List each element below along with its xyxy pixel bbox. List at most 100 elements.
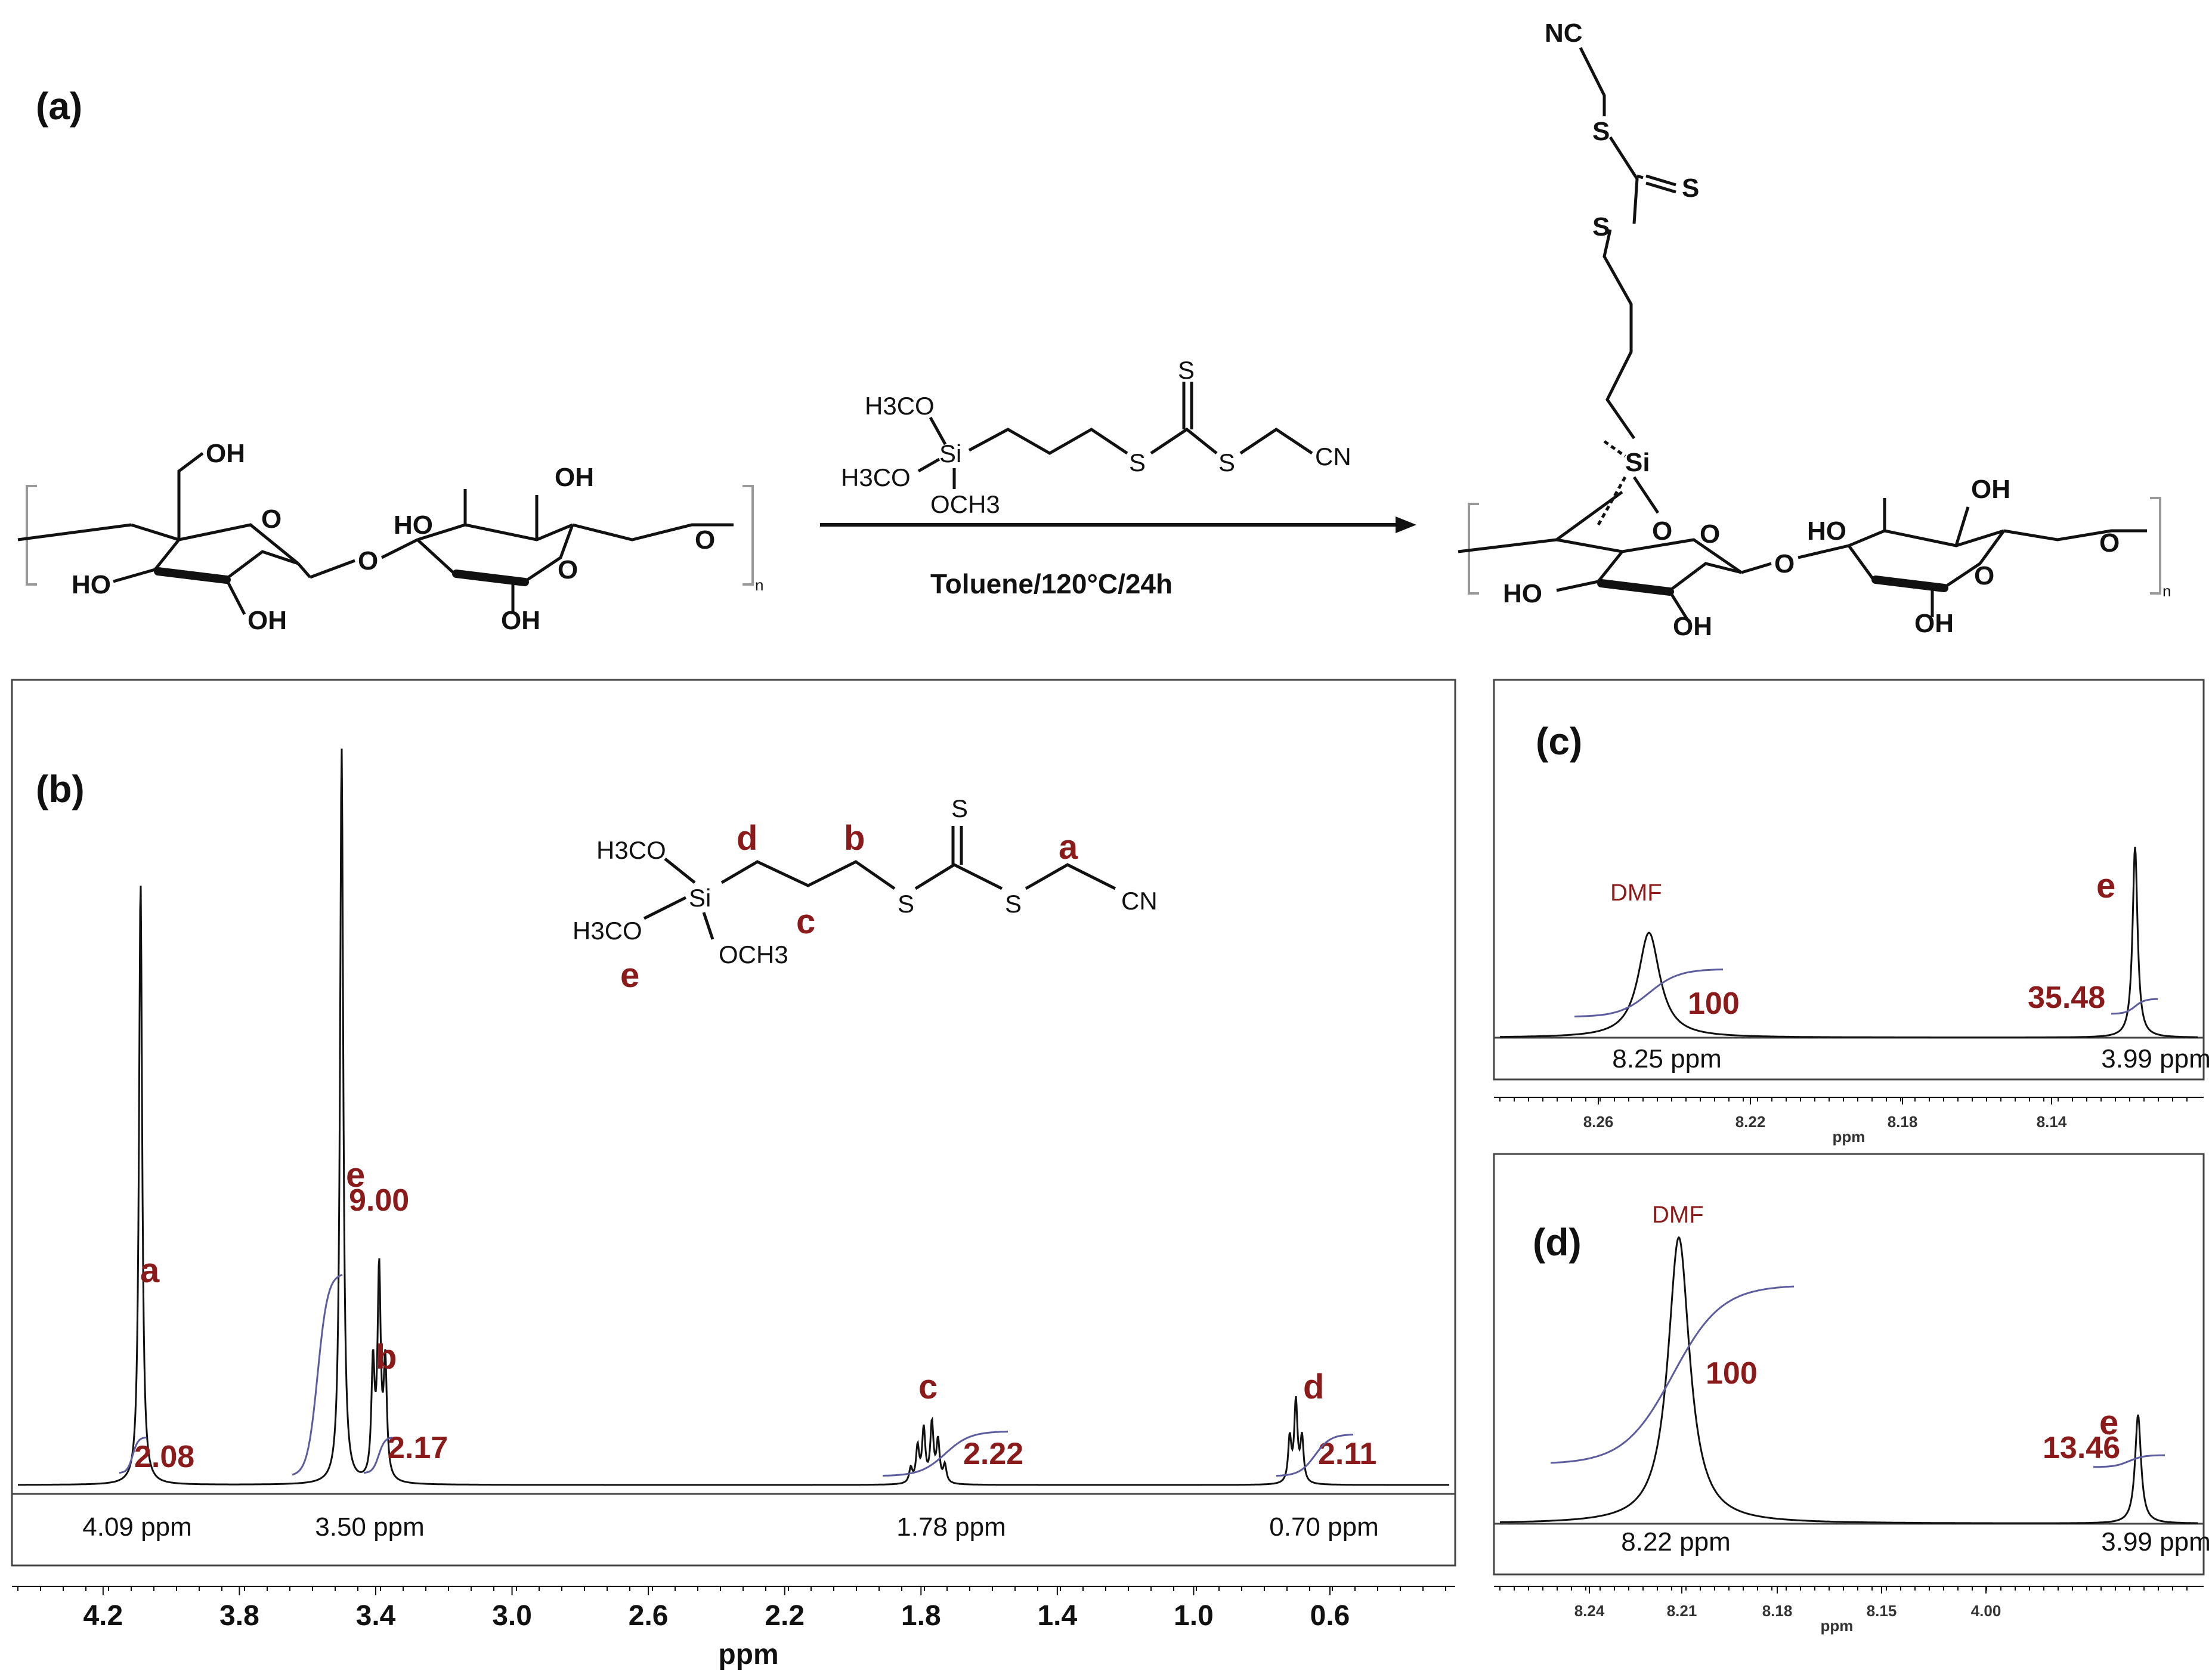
product-si: Si bbox=[1625, 448, 1650, 477]
chart-b-integral-value-d: 2.11 bbox=[1318, 1437, 1376, 1471]
chart-b-shift-label-d: 0.70 ppm bbox=[1269, 1512, 1378, 1542]
chart-b-shift-label-e: 3.50 ppm bbox=[315, 1512, 424, 1542]
cellulose-oh-4: OH bbox=[501, 606, 540, 635]
reagent-cs-double bbox=[1182, 382, 1193, 429]
cellulose-subscript-n: n bbox=[755, 576, 763, 594]
chart-c-integral-curve-e bbox=[2111, 998, 2158, 1015]
chart-d-peak-label-e: e bbox=[2099, 1403, 2118, 1442]
product-ring-o-2: O bbox=[1974, 561, 1994, 590]
cellulose-ring-1 bbox=[17, 523, 311, 580]
chart-b-tick-label: 1.4 bbox=[1037, 1600, 1077, 1632]
struct-b-label-a: a bbox=[1059, 828, 1078, 867]
chart-b-peak-label-a: a bbox=[140, 1251, 160, 1290]
chart-d-integral-curve-dmf bbox=[1550, 1285, 1795, 1464]
chart-c-peak-label-e: e bbox=[2096, 867, 2115, 905]
product-subscript-n: n bbox=[2162, 582, 2171, 600]
struct-b-h3co-left: H3CO bbox=[573, 917, 642, 945]
chart-b-integral-curve-b bbox=[363, 1437, 393, 1474]
struct-b-och3: OCH3 bbox=[719, 940, 788, 969]
panel-c-label: (c) bbox=[1536, 720, 1582, 763]
chart-b-tick-label: 3.4 bbox=[356, 1600, 396, 1632]
struct-b-h3co-top: H3CO bbox=[596, 836, 666, 864]
reagent-och3: OCH3 bbox=[930, 490, 1000, 518]
cellulose-ho-1: HO bbox=[72, 570, 111, 599]
reagent-h3co-top: H3CO bbox=[865, 392, 935, 420]
cellulose-bracket-left bbox=[26, 485, 37, 586]
product-ho-1: HO bbox=[1503, 579, 1542, 608]
chart-b-integral-value-c: 2.22 bbox=[963, 1437, 1023, 1471]
reagent-h3co-bottom: H3CO bbox=[841, 463, 911, 491]
cellulose-o-end: O bbox=[695, 525, 715, 555]
chart-d-peak-label-dmf: DMF bbox=[1652, 1202, 1704, 1228]
chart-d-integral-value-e: 13.46 bbox=[2043, 1431, 2120, 1465]
product-oh-1: OH bbox=[1673, 612, 1712, 641]
cellulose-link bbox=[310, 538, 419, 579]
chart-b-integral-curve-e bbox=[292, 1274, 343, 1476]
chart-b-structure: H3CO H3CO OCH3 Si S S S CN d b a c e bbox=[573, 794, 1158, 995]
product-ring-1-wedge bbox=[1597, 579, 1674, 596]
reagent-s-top: S bbox=[1178, 356, 1195, 384]
product-o-si: O bbox=[1652, 516, 1672, 546]
chart-b-tick-label: 2.6 bbox=[629, 1600, 669, 1632]
cellulose-ring-o-1: O bbox=[261, 505, 281, 534]
chart-b-frame bbox=[11, 679, 1456, 1567]
product-ring-1-oh bbox=[1556, 580, 1690, 621]
cellulose-structure: n OH O HO OH O O HO OH OH O bbox=[17, 439, 763, 635]
chart-b-shift-label-c: 1.78 ppm bbox=[896, 1512, 1006, 1542]
chart-b-spectrum-line bbox=[18, 748, 1449, 1486]
product-s-3: S bbox=[1592, 212, 1610, 242]
cellulose-ring-2 bbox=[416, 523, 574, 583]
reagent-s2: S bbox=[1218, 448, 1235, 477]
chart-b-shift-label-a: 4.09 ppm bbox=[82, 1512, 191, 1542]
chart-c-integral-value-dmf: 100 bbox=[1688, 986, 1740, 1021]
chart-c-shift-label-e: 3.99 ppm bbox=[2101, 1044, 2210, 1073]
struct-b-s-top: S bbox=[951, 794, 968, 822]
product-link bbox=[1741, 544, 1849, 574]
chart-b-peak-label-d: d bbox=[1303, 1367, 1324, 1406]
product-bracket-right bbox=[2150, 497, 2161, 595]
struct-b-s1: S bbox=[898, 890, 914, 918]
nmr-chart-b: (b) H3CO H3CO OCH3 Si S S S CN d b a c e… bbox=[11, 679, 1456, 1670]
chart-d-shift-label-e: 3.99 ppm bbox=[2101, 1527, 2210, 1557]
struct-b-s2: S bbox=[1005, 890, 1022, 918]
chart-b-tick-label: 1.0 bbox=[1174, 1600, 1214, 1632]
product-si-dash bbox=[1597, 440, 1627, 526]
chart-b-tick-label: 3.8 bbox=[219, 1600, 259, 1632]
cellulose-ring-1-oh2 bbox=[113, 568, 246, 615]
struct-b-cn: CN bbox=[1121, 887, 1158, 915]
product-oh-2: OH bbox=[1971, 475, 2010, 504]
chart-b-integral-curve-a bbox=[119, 1436, 147, 1474]
chart-d-spectrum-line bbox=[1500, 1236, 2198, 1524]
chart-d-label-band bbox=[1493, 1523, 2205, 1576]
chart-b-integral-curve-d bbox=[1276, 1434, 1354, 1477]
cellulose-oh-2: OH bbox=[248, 606, 287, 635]
product-glycosidic-o: O bbox=[1774, 549, 1795, 578]
reagent-structure: H3CO H3CO OCH3 Si S S S CN bbox=[841, 356, 1351, 518]
chart-c-label-band bbox=[1493, 1036, 2205, 1081]
chart-d-tick-label: 8.21 bbox=[1667, 1602, 1697, 1620]
product-ring-2-wedge bbox=[1871, 575, 1948, 592]
chart-d-tick-label: 8.18 bbox=[1762, 1602, 1793, 1620]
chart-b-xlabel: ppm bbox=[718, 1639, 778, 1670]
chart-b-label-band bbox=[11, 1493, 1456, 1567]
chart-d-tick-label: 8.15 bbox=[1867, 1602, 1897, 1620]
product-s-1: S bbox=[1592, 117, 1610, 146]
product-bracket-left bbox=[1468, 503, 1479, 595]
chart-c-xlabel: ppm bbox=[1833, 1128, 1865, 1146]
chart-d-shift-label-dmf: 8.22 ppm bbox=[1621, 1527, 1730, 1557]
chart-d-tick-label: 8.24 bbox=[1574, 1602, 1605, 1620]
chart-b-peak-label-c: c bbox=[918, 1367, 938, 1406]
chart-d-frame bbox=[1493, 1153, 2205, 1576]
chart-b-tick-label: 3.0 bbox=[492, 1600, 532, 1632]
chart-c-integral-curve-dmf bbox=[1574, 969, 1723, 1017]
product-chain bbox=[1555, 47, 1660, 542]
chart-b-peak-label-b: b bbox=[376, 1338, 397, 1376]
chart-b-integral-value-a: 2.08 bbox=[134, 1440, 194, 1474]
struct-b-label-e: e bbox=[620, 956, 639, 995]
chart-d-xlabel: ppm bbox=[1821, 1617, 1854, 1635]
